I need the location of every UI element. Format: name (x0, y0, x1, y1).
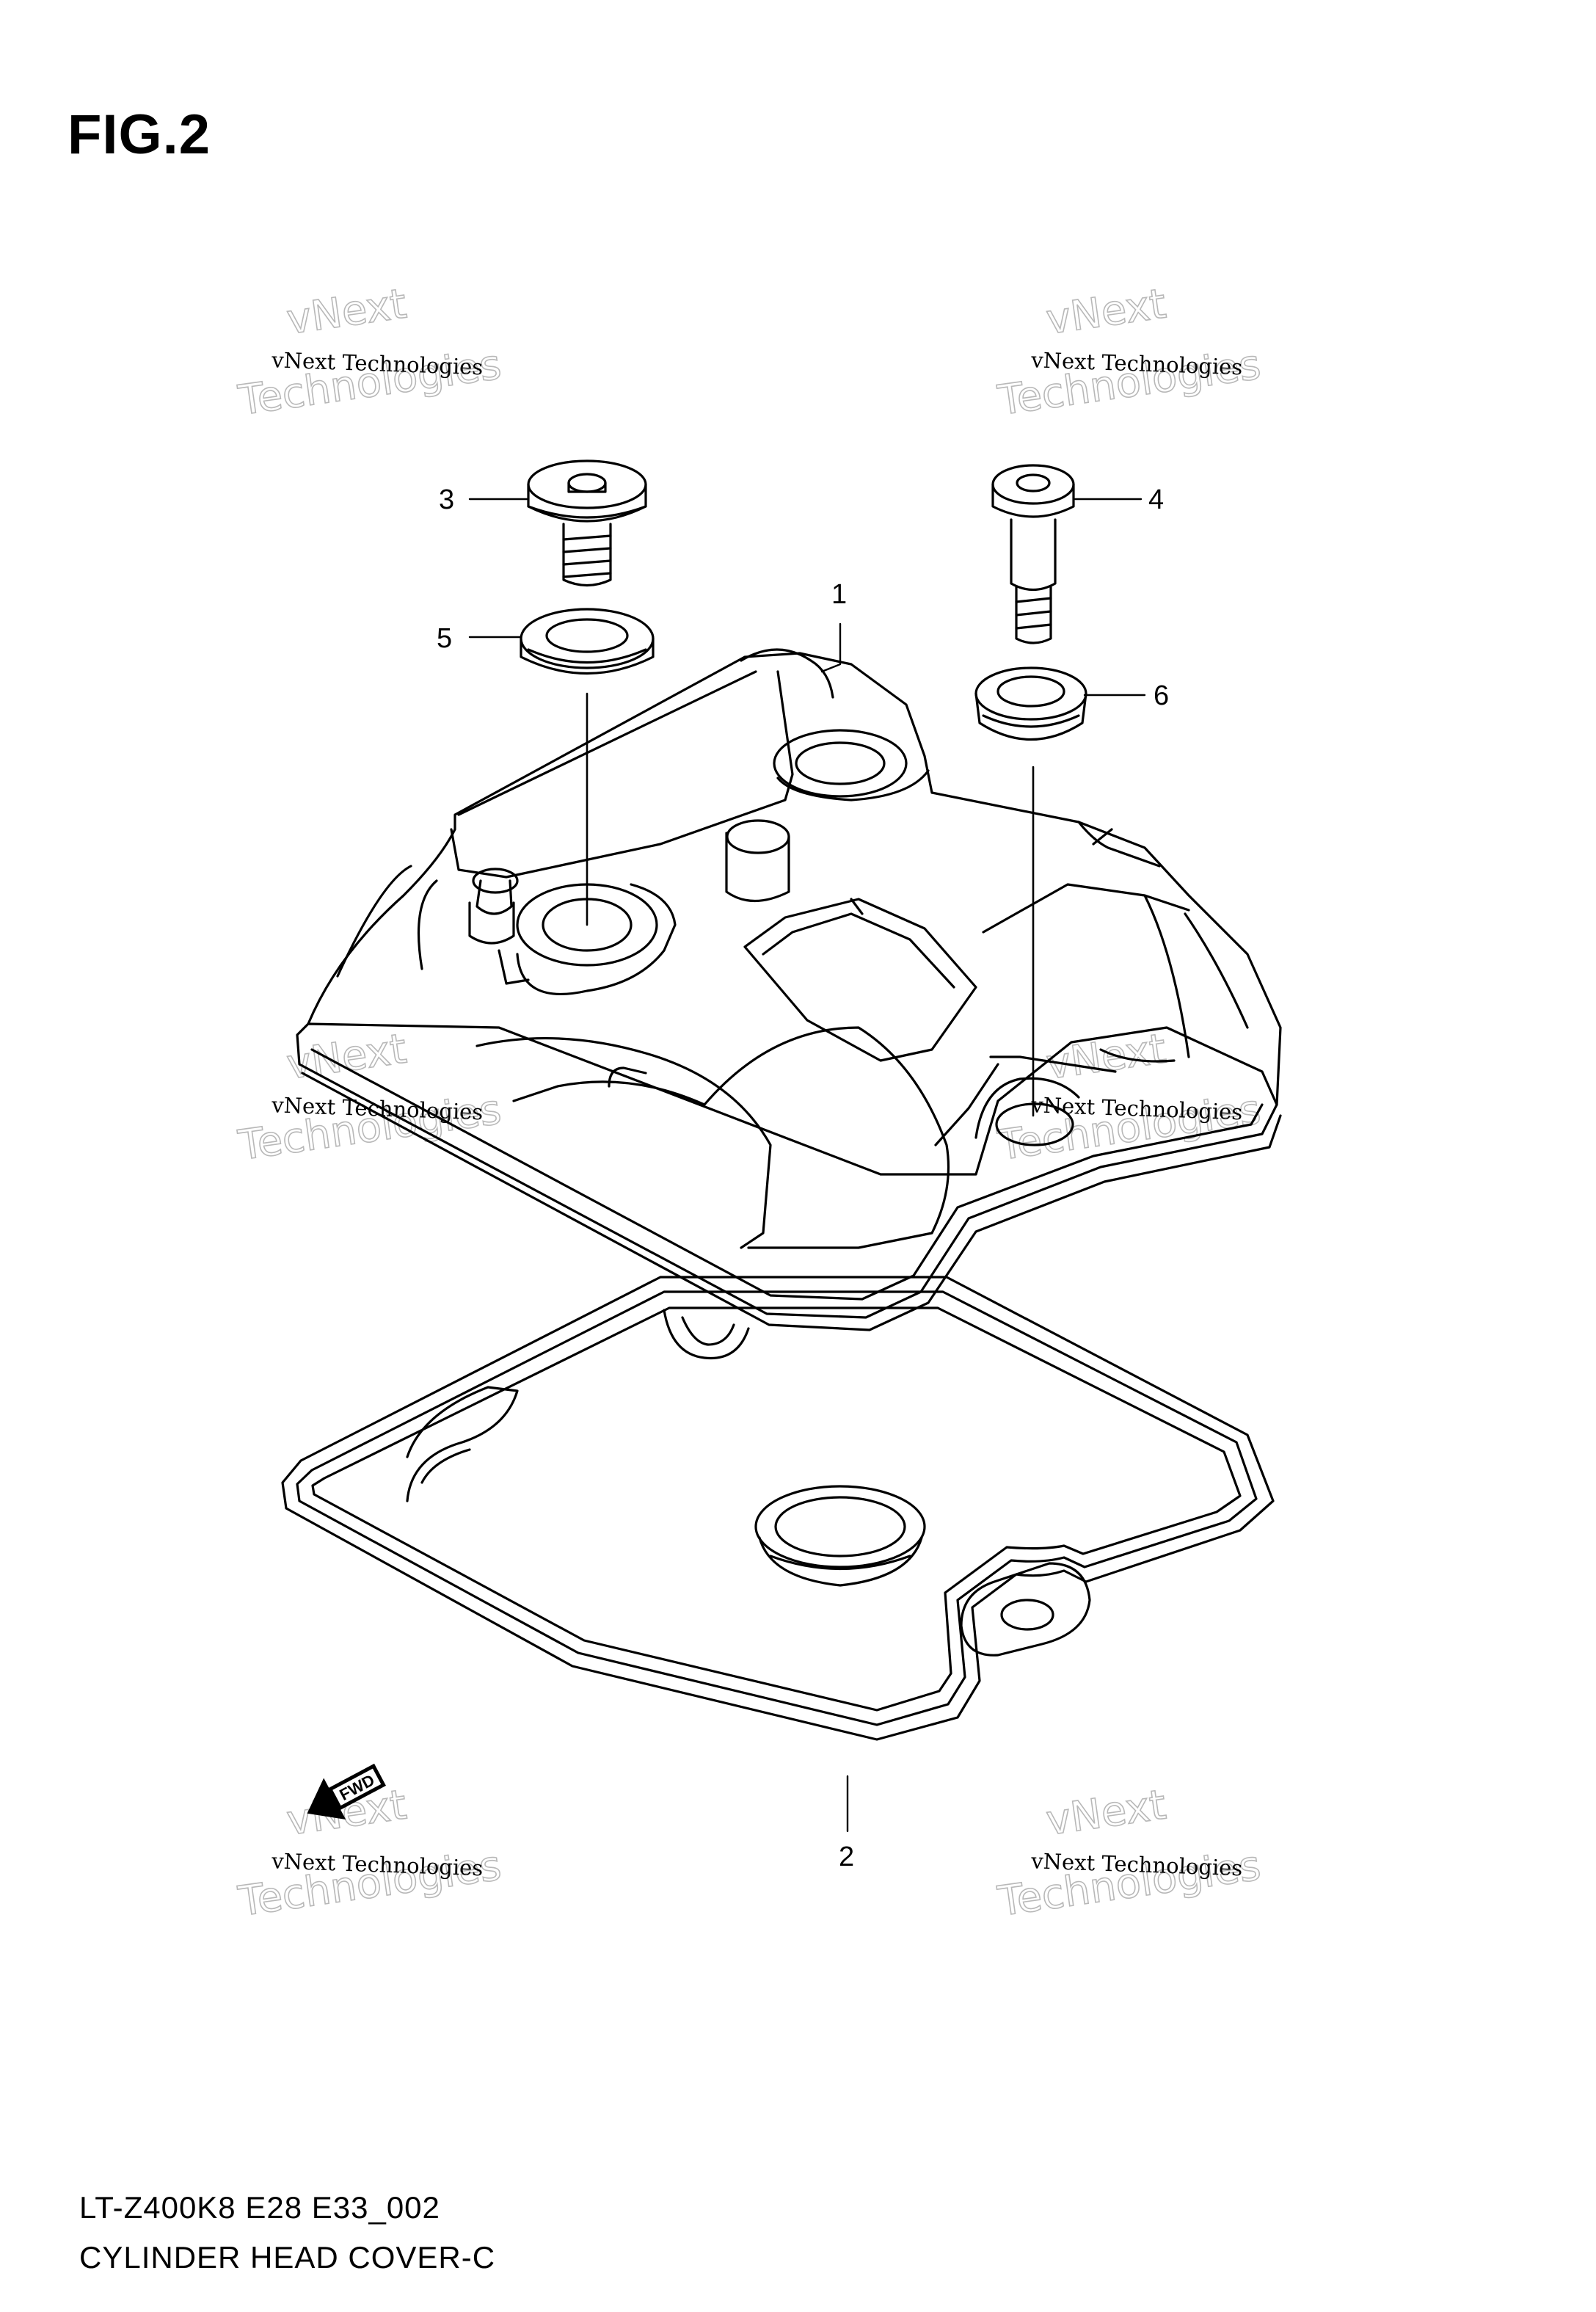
watermark-big-line-1: vNext (1043, 1781, 1169, 1845)
callout-3: 3 (439, 484, 454, 515)
washer-part-5 (520, 608, 655, 675)
bolt-part-4 (991, 464, 1075, 644)
watermark-big-line-1: vNext (284, 1025, 409, 1089)
watermark-big-line-1: vNext (1043, 280, 1169, 344)
watermark-top-left: vNext Technologies vNext Technologies (235, 280, 505, 426)
watermark-big-line-1: vNext (284, 280, 409, 344)
section-title: CYLINDER HEAD COVER-C (79, 2240, 496, 2275)
watermark-bottom-right: vNext Technologies vNext Technologies (994, 1781, 1264, 1927)
figure-title: FIG.2 (68, 103, 211, 166)
watermark-mid-right: vNext Technologies vNext Technologies (994, 1025, 1264, 1171)
callout-labels: 3 4 5 6 1 2 (437, 484, 1169, 1872)
assembly-lines (586, 692, 1035, 1117)
callout-4: 4 (1148, 484, 1164, 515)
callout-5: 5 (437, 623, 452, 654)
gasket-part (281, 1276, 1275, 1741)
model-code: LT-Z400K8 E28 E33_002 (79, 2190, 440, 2225)
callout-2: 2 (839, 1842, 854, 1872)
grommet-part-6 (974, 666, 1087, 741)
watermark-top-right: vNext Technologies vNext Technologies (994, 280, 1264, 426)
watermark-big-line-1: vNext (1043, 1025, 1169, 1089)
callout-1: 1 (831, 579, 847, 610)
bolt-part-3 (527, 459, 647, 587)
cylinder-head-cover-part (296, 648, 1282, 1331)
leader-lines (468, 498, 1146, 1833)
callout-6: 6 (1154, 680, 1169, 711)
watermark-mid-left: vNext Technologies vNext Technologies (235, 1025, 505, 1171)
